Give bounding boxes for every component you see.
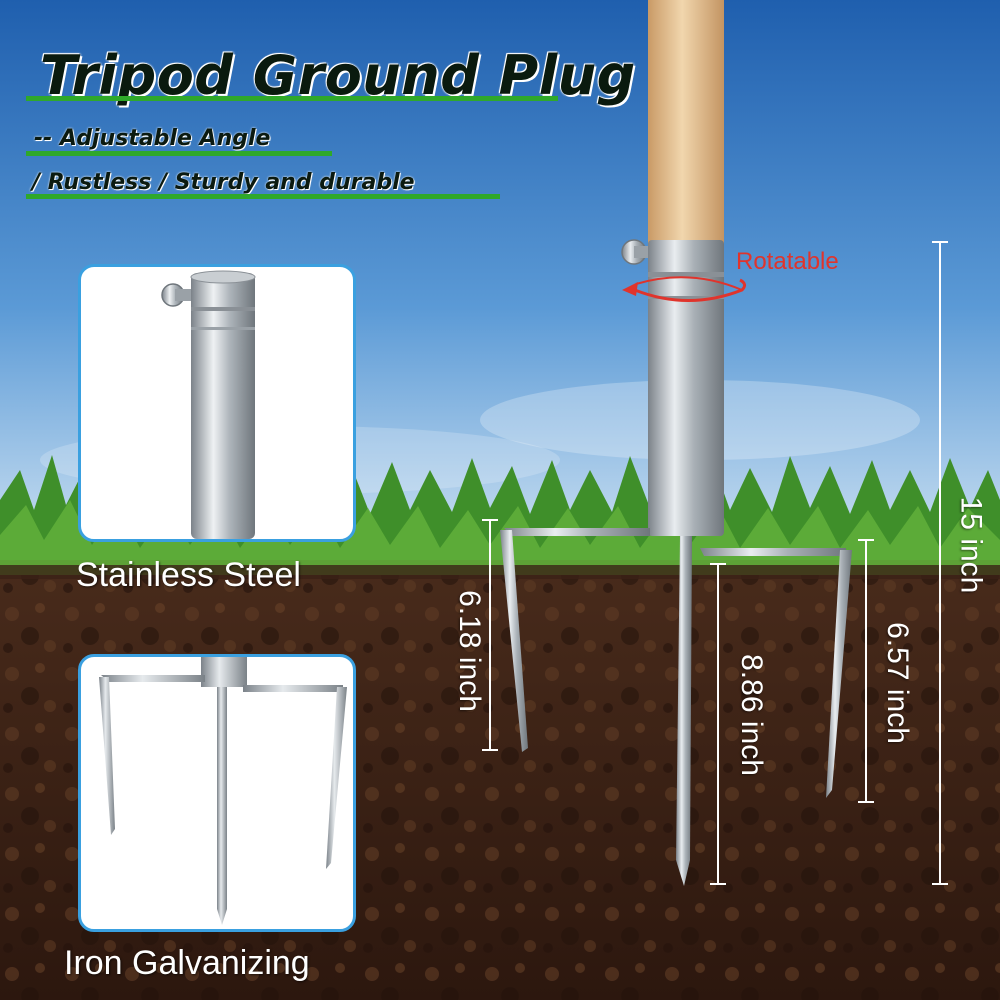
feature-caption-stainless-steel: Stainless Steel: [76, 556, 301, 594]
banner-subtitle-line1: -- Adjustable Angle: [34, 126, 271, 151]
steel-sleeve-illustration: [161, 270, 256, 539]
feature-card-stainless-steel: [78, 264, 356, 542]
subtitle1-underline: [26, 151, 332, 156]
dimension-label-center-prong: 8.86 inch: [734, 654, 768, 776]
rotatable-label: Rotatable: [736, 248, 839, 275]
dimension-label-side-prong: 6.18 inch: [452, 590, 486, 712]
dimension-label-right-prong: 6.57 inch: [880, 622, 914, 744]
dimension-label-total-height: 15 inch: [954, 496, 988, 594]
title-underline: [26, 96, 558, 101]
banner-subtitle-line2: / Rustless / Sturdy and durable: [32, 170, 415, 195]
tripod-prong-illustration: [99, 657, 347, 925]
feature-caption-iron-galvanizing: Iron Galvanizing: [64, 944, 310, 982]
subtitle2-underline: [26, 194, 500, 199]
feature-card-iron-galvanizing: [78, 654, 356, 932]
